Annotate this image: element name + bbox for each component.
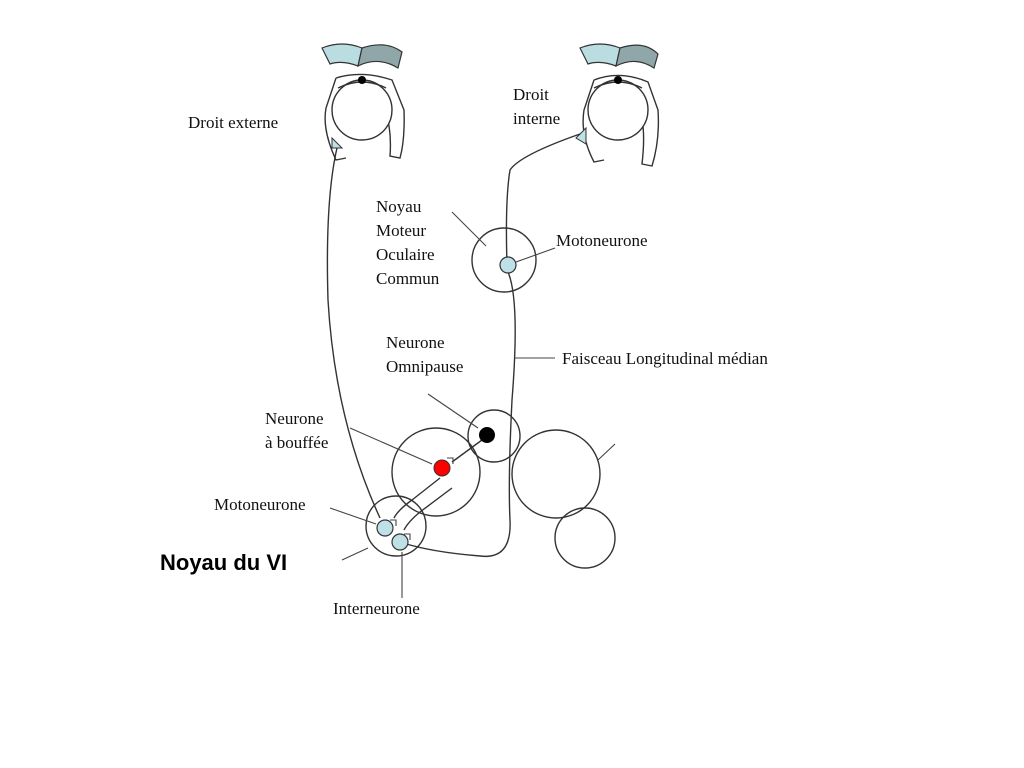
synapse-mark-vi-2 (404, 533, 411, 540)
oculomotor-nucleus (471, 227, 537, 293)
oculomotor-nerve-fiber (505, 133, 581, 266)
label-motoneurone-bottom: Motoneurone (214, 495, 306, 514)
left-eyelid-light (321, 43, 363, 67)
left-eyeball (331, 79, 393, 141)
leader-omnipause (427, 393, 479, 429)
burst-to-motoneuron-connection (393, 477, 441, 519)
label-droit-externe: Droit externe (188, 113, 278, 132)
omnipause-region (467, 409, 521, 463)
burst-neuron-region (391, 427, 481, 517)
label-bouffee-line1: Neurone (265, 409, 324, 428)
leader-motoneurone-top (515, 247, 556, 263)
leader-motoneurone-bottom (329, 507, 377, 525)
label-droit-interne-line2: interne (513, 109, 560, 128)
burst-to-interneuron-connection (403, 487, 453, 531)
label-noyau-moteur-line4: Commun (376, 269, 440, 288)
leader-noyau-moteur (451, 211, 487, 247)
label-droit-interne: Droit interne (513, 85, 560, 128)
mlf-fiber (399, 271, 516, 558)
label-neurone-omnipause: Neurone Omnipause (386, 333, 463, 376)
left-pupil (358, 76, 366, 84)
contralateral-circle-large (511, 429, 601, 519)
vi-nucleus (365, 495, 427, 557)
right-eye (575, 43, 660, 167)
label-noyau-vi: Noyau du VI (160, 550, 287, 575)
synapse-mark-burst (447, 457, 454, 464)
vi-interneuron (391, 533, 409, 551)
left-eye-orbit (324, 73, 405, 161)
label-omnipause-line2: Omnipause (386, 357, 463, 376)
left-eye (321, 43, 405, 161)
right-eyeball (587, 79, 649, 141)
omnipause-to-burst-connection (451, 439, 483, 463)
label-noyau-moteur: Noyau Moteur Oculaire Commun (376, 197, 440, 288)
label-faisceau: Faisceau Longitudinal médian (562, 349, 768, 368)
label-neurone-bouffee: Neurone à bouffée (265, 409, 328, 452)
left-eyelid-dark (357, 44, 403, 69)
leader-noyau-vi (341, 547, 369, 561)
right-eyelid-dark (615, 44, 659, 69)
right-pupil (614, 76, 622, 84)
right-muscle-insertion (575, 126, 587, 145)
oculomotor-motoneuron (499, 256, 517, 274)
label-noyau-moteur-line1: Noyau (376, 197, 422, 216)
abducens-nerve-fiber (326, 147, 381, 519)
label-interneurone: Interneurone (333, 599, 420, 618)
label-noyau-moteur-line2: Moteur (376, 221, 426, 240)
leader-bouffee (349, 427, 433, 465)
omnipause-neuron (479, 427, 495, 443)
contralateral-stub-line (597, 443, 616, 461)
label-motoneurone-top: Motoneurone (556, 231, 648, 250)
synapse-mark-vi-1 (390, 519, 397, 526)
label-droit-interne-line1: Droit (513, 85, 549, 104)
left-muscle-insertion (331, 136, 344, 149)
label-bouffee-line2: à bouffée (265, 433, 328, 452)
vi-motoneuron (376, 519, 394, 537)
burst-neuron (433, 459, 451, 477)
label-noyau-moteur-line3: Oculaire (376, 245, 435, 264)
contralateral-circle-small (554, 507, 616, 569)
label-omnipause-line1: Neurone (386, 333, 445, 352)
right-eyelid-light (579, 43, 621, 67)
